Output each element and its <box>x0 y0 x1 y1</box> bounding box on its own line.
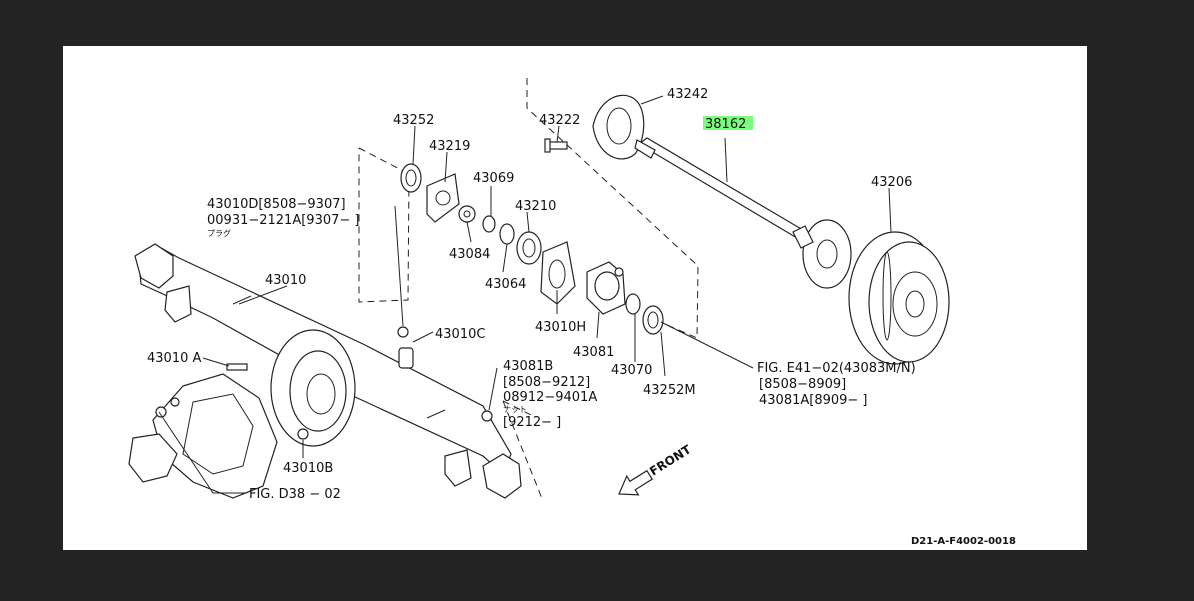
group-boundary-left <box>358 147 410 303</box>
callout-43010a: 43010 A <box>147 351 201 366</box>
washer-43069 <box>482 215 496 233</box>
note-fig-e41-line2: [8508−8909] <box>759 377 846 392</box>
leader-lines <box>158 95 892 494</box>
retainer-43010h <box>540 241 576 305</box>
callout-43206: 43206 <box>871 175 912 190</box>
callout-43222: 43222 <box>539 113 580 128</box>
callout-43081: 43081 <box>573 345 614 360</box>
stud-43010a <box>226 363 248 371</box>
callout-43069: 43069 <box>473 171 514 186</box>
note-43010d-line2: 00931−2121A[9307− ] <box>207 213 359 228</box>
note-43081b-line3: 08912−9401A <box>503 390 597 405</box>
group-boundary-lower <box>502 400 544 502</box>
group-boundary-axle <box>526 78 699 339</box>
callout-43070: 43070 <box>611 363 652 378</box>
callout-38162: 38162 <box>705 117 746 132</box>
callout-43242: 43242 <box>667 87 708 102</box>
group-boundary-lower-2 <box>502 400 534 417</box>
callout-43252: 43252 <box>393 113 434 128</box>
callout-fig-d38-02: FIG. D38 − 02 <box>249 487 341 502</box>
callout-43010b: 43010B <box>283 461 333 476</box>
front-label: FRONT <box>647 442 694 479</box>
spacer <box>499 223 515 245</box>
callout-43252m: 43252M <box>643 383 696 398</box>
seal-43070 <box>625 293 641 315</box>
lock-washer-43084 <box>458 205 476 223</box>
diagram-sheet: 43252 43219 43222 43242 38162 43206 4306… <box>63 46 1087 550</box>
note-43081b-line4: ナット <box>503 405 527 414</box>
bolt-43222 <box>544 138 568 153</box>
gasket-43219 <box>426 173 460 223</box>
note-43081b-line2: [8508−9212] <box>503 375 590 390</box>
bearing-cage-43081 <box>586 261 626 315</box>
breather-43010b <box>297 428 309 440</box>
callout-43064: 43064 <box>485 277 526 292</box>
note-fig-e41-line3: 43081A[8909− ] <box>759 393 868 408</box>
callout-43010: 43010 <box>265 273 306 288</box>
differential-carrier <box>128 373 278 499</box>
nut-43081b <box>481 410 493 422</box>
backing-plate-43242 <box>592 94 645 160</box>
drawing-code: D21-A-F4002-0018 <box>911 536 1016 547</box>
bearing-43210 <box>516 231 542 265</box>
part-number-highlight <box>703 116 753 130</box>
callout-43010c: 43010C <box>435 327 485 342</box>
note-43081b-line1: 43081B <box>503 359 553 374</box>
bearing-43252m <box>642 305 664 335</box>
callout-43084: 43084 <box>449 247 490 262</box>
callout-43219: 43219 <box>429 139 470 154</box>
axle-housing <box>134 243 522 499</box>
note-43010d-line3: プラグ <box>207 228 231 238</box>
rear-axle-exploded-diagram: 43252 43219 43222 43242 38162 43206 4306… <box>128 78 1016 547</box>
callout-43210: 43210 <box>515 199 556 214</box>
front-arrow-icon <box>618 469 654 496</box>
plug-43010c <box>397 326 414 369</box>
callout-43010h: 43010H <box>535 320 586 335</box>
note-43081b-line5: [9212− ] <box>503 415 561 430</box>
brake-drum-43206 <box>848 231 950 365</box>
note-fig-e41-line1: FIG. E41−02(43083M/N) <box>757 361 916 376</box>
axle-shaft-38162 <box>634 137 852 289</box>
oil-seal-43252 <box>400 163 422 193</box>
note-43010d-line1: 43010D[8508−9307] <box>207 197 346 212</box>
